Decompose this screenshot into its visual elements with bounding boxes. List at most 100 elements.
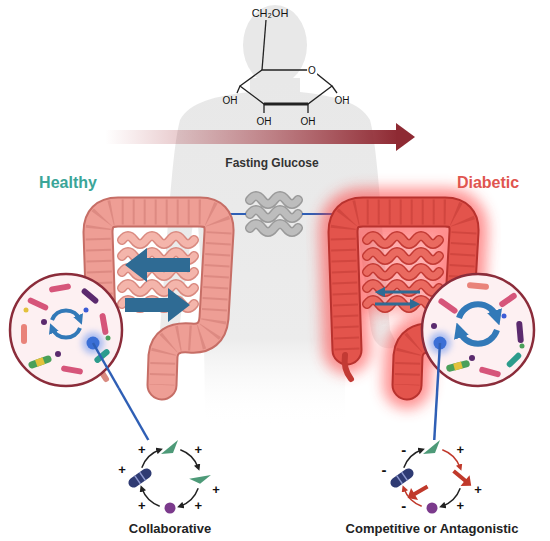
magnifier-circle — [41, 319, 47, 325]
magnifier-circle — [469, 355, 475, 361]
interaction-network — [388, 466, 415, 489]
magnifier-circle — [422, 274, 534, 386]
interaction-network — [397, 472, 408, 484]
glucose-structure — [240, 70, 332, 104]
atom-label: OH — [257, 116, 272, 127]
magnifier-circle — [10, 274, 122, 386]
healthy-colon — [98, 212, 219, 385]
magnifier-circle — [84, 308, 89, 313]
small-intestine — [250, 196, 298, 232]
interaction-network — [449, 466, 476, 492]
interaction-network — [423, 440, 440, 454]
sample-dot — [82, 332, 451, 354]
group-heading: Healthy — [8, 174, 128, 192]
magnifier-circle — [506, 352, 523, 369]
gradient-arrow — [105, 130, 398, 144]
exchange-arrow — [375, 303, 415, 306]
sample-dot — [87, 337, 100, 350]
glucose-structure — [237, 20, 337, 113]
formula-label: CH₂OH — [252, 7, 289, 19]
magnifier-circle — [49, 283, 72, 293]
interaction-sign: + — [138, 499, 146, 513]
healthy-colon — [122, 236, 194, 308]
glucose-structure — [263, 104, 264, 113]
glucose-structure — [332, 86, 337, 93]
interaction-network — [427, 503, 438, 514]
magnifier-circle — [52, 310, 80, 320]
leader-connector — [119, 388, 149, 440]
glucose-structure — [307, 104, 308, 113]
node-box: Diabetic — [428, 172, 548, 388]
interaction-network — [126, 466, 153, 489]
diabetic-colon — [345, 355, 351, 379]
diabetic-colon — [367, 236, 439, 308]
group-heading: Diabetic — [428, 174, 548, 192]
glucose-structure — [237, 86, 240, 93]
magnifier-circle — [24, 308, 29, 313]
magnifier-circle — [99, 313, 109, 336]
exchange-arrow — [375, 292, 420, 304]
gradient-arrow — [105, 123, 415, 151]
interaction-network — [142, 450, 198, 506]
glucose-structure — [262, 20, 266, 70]
magnifier-circle — [453, 362, 463, 371]
magnifier-circle — [10, 274, 122, 386]
interaction-sign: + — [457, 499, 465, 513]
magnifier-circle — [27, 297, 49, 312]
interaction-network — [165, 503, 176, 514]
magnifier-circle — [35, 357, 45, 366]
interaction-network — [404, 480, 431, 504]
sample-dot — [82, 332, 104, 354]
magnifier-circle — [28, 355, 53, 370]
interaction-network — [189, 467, 211, 488]
exchange-arrow — [125, 248, 190, 322]
magnifier-circle — [516, 321, 524, 343]
interaction-sign: - — [401, 441, 406, 458]
interaction-sign: + — [118, 463, 126, 477]
interaction-network — [404, 450, 460, 506]
magnifier-circle — [446, 360, 471, 373]
magnifier-circle — [498, 292, 518, 308]
interaction-sign: + — [457, 443, 465, 457]
magnifier-circle — [459, 304, 497, 318]
interaction-network — [161, 440, 178, 454]
interaction-sign: + — [212, 483, 220, 497]
body-silhouette — [243, 5, 307, 85]
leader-line — [93, 343, 119, 388]
magnifier-circle — [61, 365, 84, 375]
magnifier-circle — [21, 324, 27, 344]
magnifier-circle — [437, 297, 458, 315]
network-caption: Collaborative — [105, 521, 235, 536]
interaction-network — [135, 472, 146, 484]
interaction-sign: - — [401, 498, 406, 515]
small-intestine — [250, 196, 298, 232]
healthy-colon — [98, 212, 219, 385]
magnifier-circle — [431, 323, 437, 329]
small-intestine — [250, 196, 298, 232]
magnifier-circle — [467, 282, 489, 290]
interaction-sign: - — [382, 462, 387, 479]
healthy-colon — [98, 212, 219, 385]
node-box: Healthy — [8, 172, 128, 388]
interaction-sign: + — [138, 443, 146, 457]
diabetic-colon — [367, 236, 439, 308]
healthy-colon — [98, 212, 219, 385]
gradient-arrow — [396, 123, 415, 151]
sample-dot — [434, 337, 447, 350]
node-box: Competitive or Antagonistic — [322, 440, 542, 540]
diabetic-colon — [367, 236, 439, 308]
interaction-sign: + — [474, 483, 482, 497]
exchange-arrow — [125, 248, 190, 282]
network-caption: Competitive or Antagonistic — [322, 521, 542, 536]
atom-label: OH — [335, 95, 350, 106]
atom-label: O — [307, 65, 317, 76]
sample-dot — [429, 332, 451, 354]
atom-label: OH — [223, 95, 238, 106]
magnifier-circle — [479, 366, 502, 377]
interaction-network — [404, 450, 422, 468]
magnifier-circle — [55, 351, 61, 357]
